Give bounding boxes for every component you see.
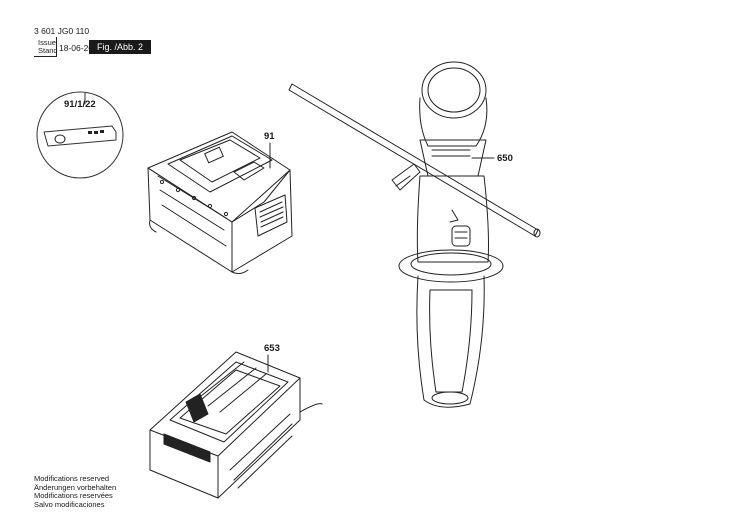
modifications-line-es: Salvo modificaciones xyxy=(34,499,105,509)
ref-label-detail: 91/1/22 xyxy=(64,99,96,110)
modifications-line-fr: Modifications reservées xyxy=(34,491,113,501)
ref-label-battery: 91 xyxy=(264,131,275,142)
charger xyxy=(149,351,323,499)
modifications-notice: Modifications reserved Änderungen vorbeh… xyxy=(34,474,117,509)
issue-label-de: Stand xyxy=(38,46,58,55)
figure-label: Fig. /Abb. 2 xyxy=(89,40,151,54)
ref-label-charger: 653 xyxy=(264,343,280,354)
issue-label-en: Issue xyxy=(38,38,56,47)
part-number: 3 601 JG0 110 xyxy=(34,26,90,36)
battery-pack xyxy=(147,131,293,275)
issue-box xyxy=(34,37,57,57)
ref-label-handle: 650 xyxy=(497,153,513,164)
detail-label-part xyxy=(36,91,124,179)
modifications-line-en: Modifications reserved xyxy=(34,474,110,483)
issue-label: Issue Stand xyxy=(38,39,58,55)
modifications-line-de: Änderungen vorbehalten xyxy=(34,482,117,492)
issue-date: 18-06-26 xyxy=(59,43,94,53)
auxiliary-handle xyxy=(288,61,541,408)
